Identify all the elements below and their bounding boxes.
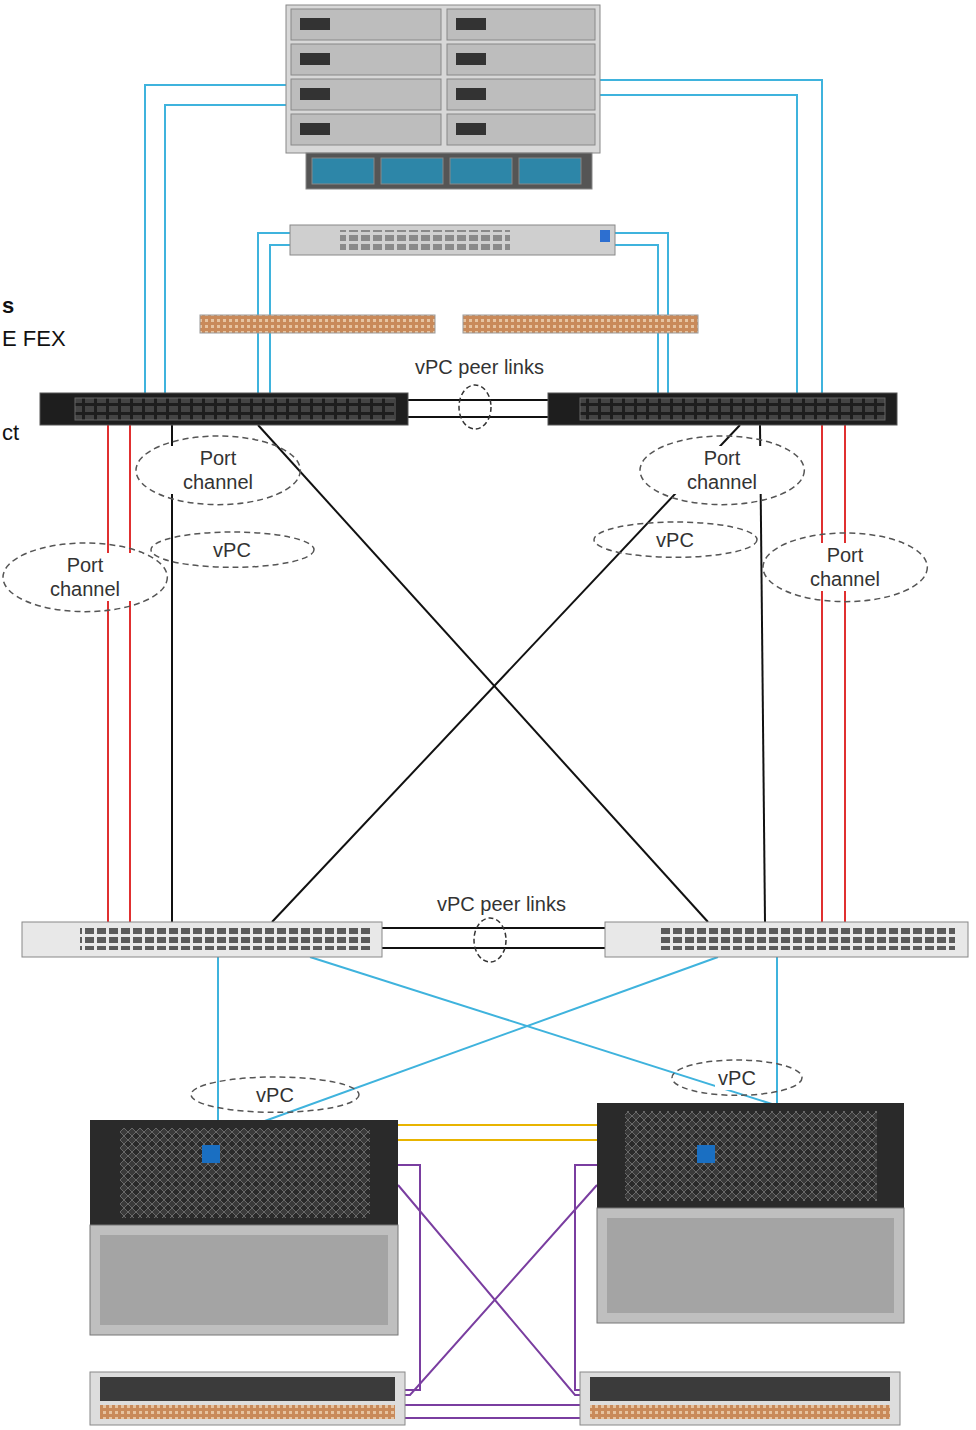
dashed-ellipse: Port channel [762, 532, 928, 603]
ellipse-label: Port channel [665, 446, 779, 494]
peer-link-label: vPC peer links [435, 893, 568, 916]
cut-off-caption: ct [2, 420, 19, 446]
dashed-ellipse: vPC [671, 1059, 803, 1096]
dashed-ellipse: vPC [190, 1076, 360, 1113]
dashed-ellipse: vPC [150, 531, 315, 568]
dashed-ellipse: Port channel [135, 435, 301, 506]
cut-off-caption: E FEX [2, 326, 66, 352]
ellipse-label: vPC [715, 1066, 759, 1090]
ellipse-label: Port channel [161, 446, 275, 494]
peer-link-label: vPC peer links [413, 356, 546, 379]
ellipse-label: Port channel [28, 553, 142, 601]
ellipse-label: Port channel [788, 543, 902, 591]
dashed-ellipse: Port channel [2, 542, 168, 613]
dashed-ellipse: Port channel [639, 435, 805, 506]
dashed-ellipse: vPC [593, 521, 758, 558]
ellipse-label: vPC [653, 528, 697, 552]
cut-off-caption: s [2, 293, 14, 319]
ellipse-label: vPC [253, 1083, 297, 1107]
ellipse-label: vPC [210, 538, 254, 562]
